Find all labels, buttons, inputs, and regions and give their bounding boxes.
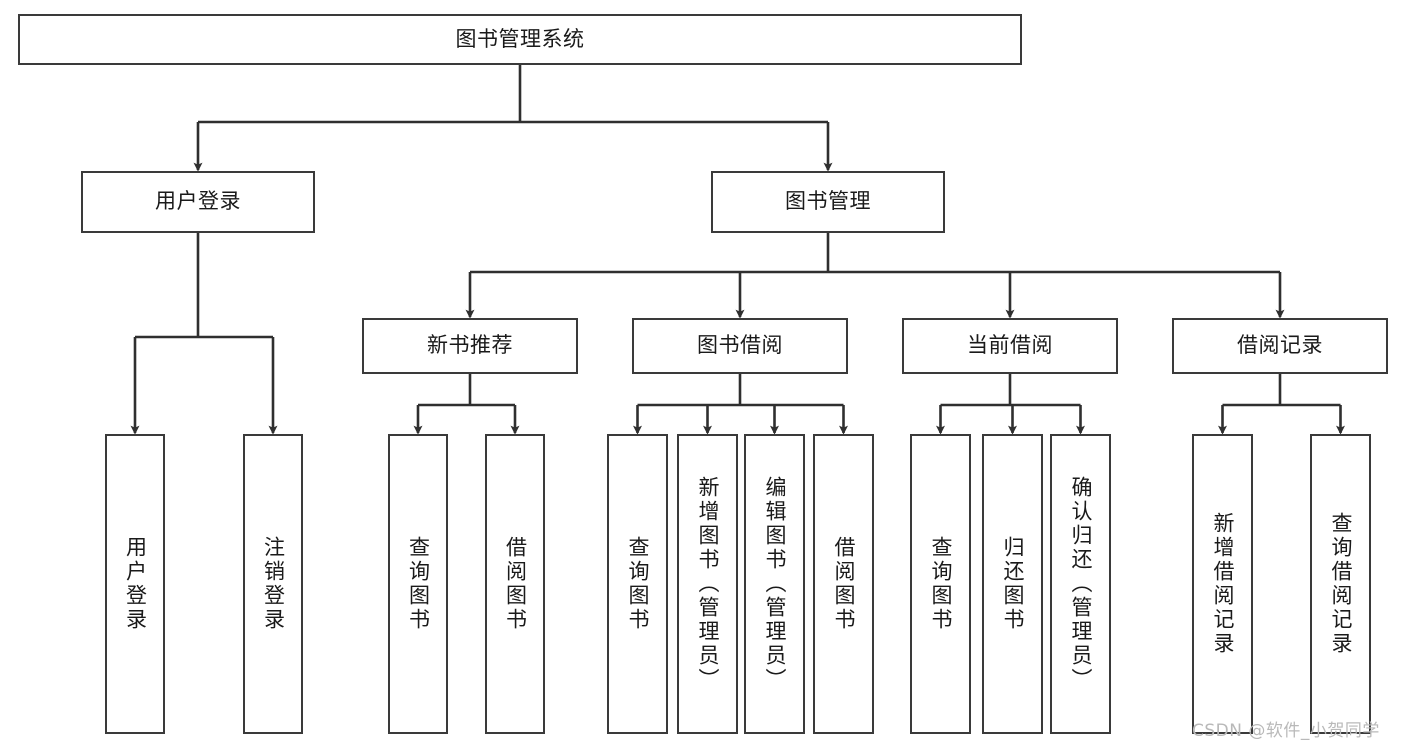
watermark: CSDN @软件_小贺同学 [1192, 721, 1380, 741]
node-l2b[interactable]: 图书管理 [711, 171, 945, 233]
node-label: 查询图书 [406, 536, 431, 632]
node-leaf9[interactable]: 查询图书 [910, 434, 971, 734]
node-label: 查询借阅记录 [1329, 512, 1353, 656]
node-leaf7[interactable]: 编辑图书（管理员） [744, 434, 805, 734]
node-label: 新增借阅记录 [1211, 512, 1235, 656]
node-label: 新增图书（管理员） [696, 476, 720, 692]
node-label: 注销登录 [261, 536, 286, 632]
node-leaf4[interactable]: 借阅图书 [485, 434, 545, 734]
node-leaf6[interactable]: 新增图书（管理员） [677, 434, 738, 734]
node-label: 借阅记录 [1237, 333, 1323, 358]
node-leaf10[interactable]: 归还图书 [982, 434, 1043, 734]
node-label: 当前借阅 [967, 333, 1053, 358]
node-leaf2[interactable]: 注销登录 [243, 434, 303, 734]
edge-group [130, 65, 1345, 435]
node-l3c[interactable]: 当前借阅 [902, 318, 1118, 374]
node-label: 图书管理系统 [455, 26, 585, 51]
node-label: 编辑图书（管理员） [763, 476, 787, 692]
node-leaf8[interactable]: 借阅图书 [813, 434, 874, 734]
node-label: 借阅图书 [503, 536, 528, 632]
node-leaf11[interactable]: 确认归还（管理员） [1050, 434, 1111, 734]
node-label: 用户登录 [155, 189, 241, 214]
node-leaf12[interactable]: 新增借阅记录 [1192, 434, 1253, 734]
node-label: 确认归还（管理员） [1069, 476, 1093, 692]
node-l3a[interactable]: 新书推荐 [362, 318, 578, 374]
node-label: 图书借阅 [697, 333, 783, 358]
node-leaf13[interactable]: 查询借阅记录 [1310, 434, 1371, 734]
node-root[interactable]: 图书管理系统 [18, 14, 1022, 65]
node-l3b[interactable]: 图书借阅 [632, 318, 848, 374]
node-label: 用户登录 [123, 536, 148, 632]
node-label: 图书管理 [785, 189, 871, 214]
node-l3d[interactable]: 借阅记录 [1172, 318, 1388, 374]
node-l2a[interactable]: 用户登录 [81, 171, 315, 233]
node-label: 借阅图书 [832, 536, 856, 632]
node-label: 新书推荐 [427, 333, 513, 358]
node-leaf5[interactable]: 查询图书 [607, 434, 668, 734]
node-leaf1[interactable]: 用户登录 [105, 434, 165, 734]
node-label: 查询图书 [626, 536, 650, 632]
node-leaf3[interactable]: 查询图书 [388, 434, 448, 734]
node-label: 查询图书 [929, 536, 953, 632]
node-label: 归还图书 [1001, 536, 1025, 632]
